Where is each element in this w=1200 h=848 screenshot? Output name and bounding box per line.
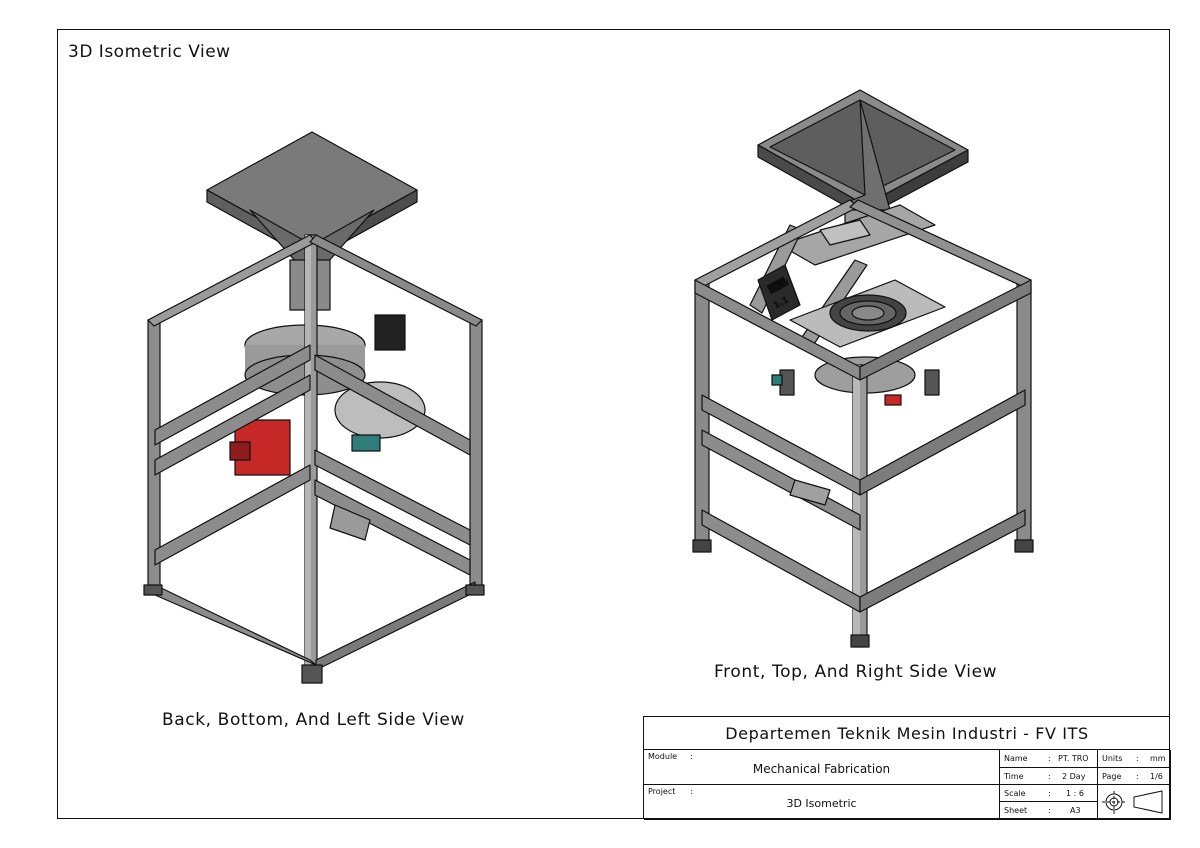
page-cell: Page : 1/6 bbox=[1098, 768, 1171, 785]
digital-display: 88.8 1.1 bbox=[757, 264, 801, 321]
spring-right bbox=[924, 369, 940, 396]
caption-left-view: Back, Bottom, And Left Side View bbox=[162, 710, 465, 730]
first-angle-projection-icon bbox=[1102, 790, 1163, 815]
module-cell: Module : Mechanical Fabrication bbox=[644, 750, 1000, 785]
title-block: Departemen Teknik Mesin Industri - FV IT… bbox=[643, 716, 1171, 820]
project-cell: Project : 3D Isometric bbox=[644, 785, 1000, 820]
bearing-teal bbox=[351, 434, 381, 452]
scale-cell: Scale : 1 : 6 bbox=[1000, 785, 1098, 802]
drawing-border bbox=[57, 29, 1170, 819]
department-title: Departemen Teknik Mesin Industri - FV IT… bbox=[644, 717, 1170, 750]
name-cell: Name : PT. TRO bbox=[1000, 750, 1098, 768]
time-cell: Time : 2 Day bbox=[1000, 768, 1098, 785]
sheet-cell: Sheet : A3 bbox=[1000, 802, 1098, 820]
hopper-rim bbox=[206, 131, 418, 249]
controller-box bbox=[374, 314, 406, 351]
project-value: 3D Isometric bbox=[786, 797, 857, 810]
module-value: Mechanical Fabrication bbox=[752, 762, 891, 776]
right-isometric-drawing: 88.8 1.1 bbox=[692, 89, 1034, 648]
left-isometric-drawing bbox=[143, 131, 485, 684]
units-cell: Units : mm bbox=[1098, 750, 1171, 768]
projection-symbol-cell bbox=[1098, 785, 1171, 820]
caption-right-view: Front, Top, And Right Side View bbox=[714, 662, 998, 682]
view-title: 3D Isometric View bbox=[68, 42, 231, 62]
